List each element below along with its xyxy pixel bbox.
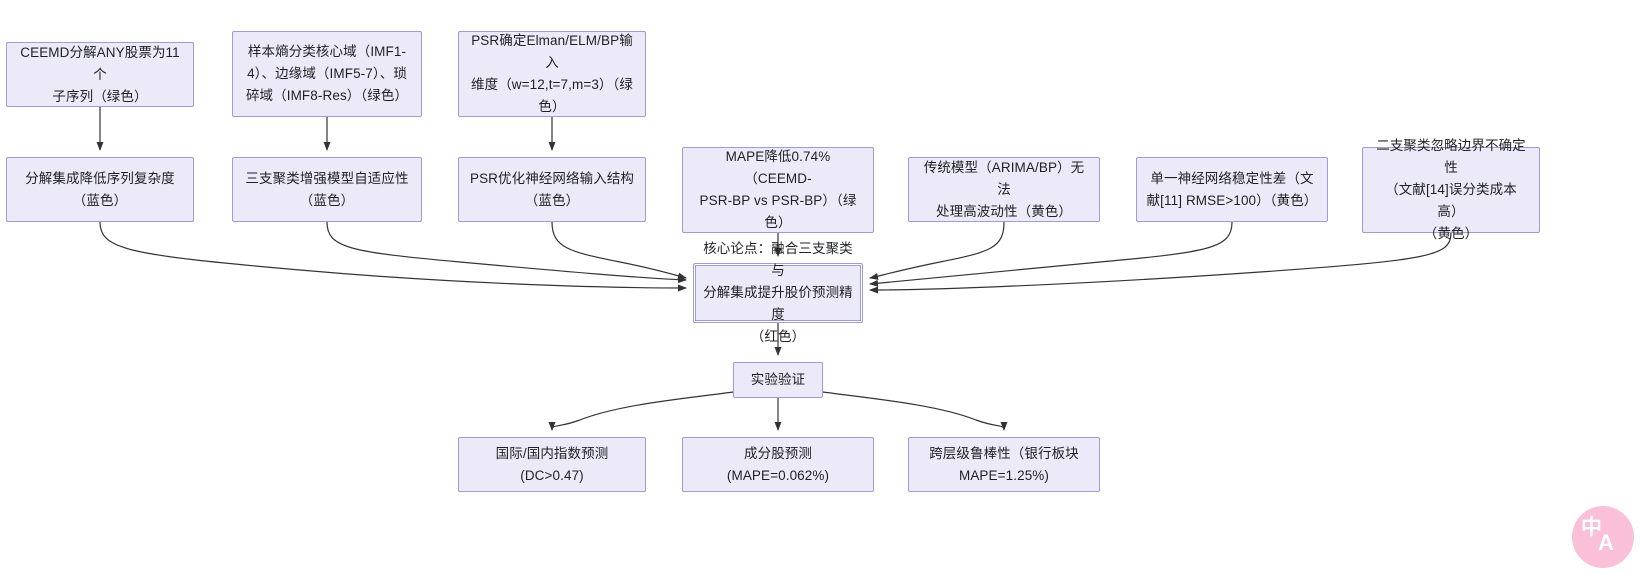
edge-exp-r3	[822, 391, 1008, 431]
node-label: 分解集成降低序列复杂度 （蓝色）	[25, 170, 175, 208]
watermark-cn-glyph: 中	[1581, 515, 1602, 539]
translate-watermark-icon: 中 A	[1572, 506, 1634, 568]
node-core-thesis[interactable]: 核心论点：融合三支聚类与 分解集成提升股价预测精度 （红色）	[693, 241, 863, 344]
node-three-way-clustering-adaptivity[interactable]: 三支聚类增强模型自适应性 （蓝色）	[232, 157, 422, 222]
node-psr-optimizes-network-input[interactable]: PSR优化神经网络输入结构 （蓝色）	[458, 157, 646, 222]
node-mape-reduction[interactable]: MAPE降低0.74%（CEEMD- PSR-BP vs PSR-BP）（绿 色…	[682, 147, 874, 233]
node-label: 核心论点：融合三支聚类与 分解集成提升股价预测精度 （红色）	[703, 241, 853, 344]
node-two-way-clustering-boundary[interactable]: 二支聚类忽略边界不确定性 （文献[14]误分类成本高） （黄色）	[1362, 138, 1540, 241]
watermark-latin-glyph: A	[1598, 530, 1614, 555]
node-label: 样本熵分类核心域（IMF1- 4）、边缘域（IMF5-7）、琐 碎域（IMF8-…	[245, 44, 409, 103]
node-result-index-prediction[interactable]: 国际/国内指数预测 (DC>0.47)	[458, 437, 646, 492]
edge-n4-core	[99, 221, 687, 292]
node-sample-entropy-classification[interactable]: 样本熵分类核心域（IMF1- 4）、边缘域（IMF5-7）、琐 碎域（IMF8-…	[232, 31, 422, 117]
edge-n5-core	[326, 221, 687, 284]
node-label: PSR确定Elman/ELM/BP输入 维度（w=12,t=7,m=3）（绿 色…	[471, 33, 633, 114]
node-traditional-model-limitation[interactable]: 传统模型（ARIMA/BP）无法 处理高波动性（黄色）	[908, 157, 1100, 222]
node-label: 国际/国内指数预测 (DC>0.47)	[495, 445, 609, 483]
node-decomposition-reduces-complexity[interactable]: 分解集成降低序列复杂度 （蓝色）	[6, 157, 194, 222]
node-label: 实验验证	[750, 372, 806, 387]
node-label: CEEMD分解ANY股票为11个 子序列（绿色）	[20, 44, 180, 104]
node-label: 成分股预测 (MAPE=0.062%)	[726, 445, 830, 483]
node-label: 传统模型（ARIMA/BP）无法 处理高波动性（黄色）	[923, 159, 1085, 219]
edge-n6-core	[551, 221, 687, 280]
node-ceemd-decomposition[interactable]: CEEMD分解ANY股票为11个 子序列（绿色）	[6, 42, 194, 107]
node-label: 二支聚类忽略边界不确定性 （文献[14]误分类成本高） （黄色）	[1376, 138, 1526, 241]
edge-n10-core	[869, 232, 1452, 294]
node-label: MAPE降低0.74%（CEEMD- PSR-BP vs PSR-BP）（绿 色…	[699, 149, 857, 230]
edge-n8-core	[869, 221, 1005, 280]
node-single-network-instability[interactable]: 单一神经网络稳定性差（文 献[11] RMSE>100）（黄色）	[1136, 157, 1328, 222]
edge-exp-r1	[548, 391, 734, 431]
edge-n9-core	[869, 221, 1233, 287]
node-psr-input-dimension[interactable]: PSR确定Elman/ELM/BP输入 维度（w=12,t=7,m=3）（绿 色…	[458, 31, 646, 117]
node-result-constituent-stock-prediction[interactable]: 成分股预测 (MAPE=0.062%)	[682, 437, 874, 492]
node-label: 跨层级鲁棒性（银行板块 MAPE=1.25%)	[929, 445, 1079, 483]
node-experimental-verification[interactable]: 实验验证	[733, 362, 823, 398]
node-label: 三支聚类增强模型自适应性 （蓝色）	[245, 170, 409, 208]
node-label: 单一神经网络稳定性差（文 献[11] RMSE>100）（黄色）	[1146, 170, 1318, 208]
node-label: PSR优化神经网络输入结构 （蓝色）	[469, 170, 635, 208]
node-result-cross-level-robustness[interactable]: 跨层级鲁棒性（银行板块 MAPE=1.25%)	[908, 437, 1100, 492]
